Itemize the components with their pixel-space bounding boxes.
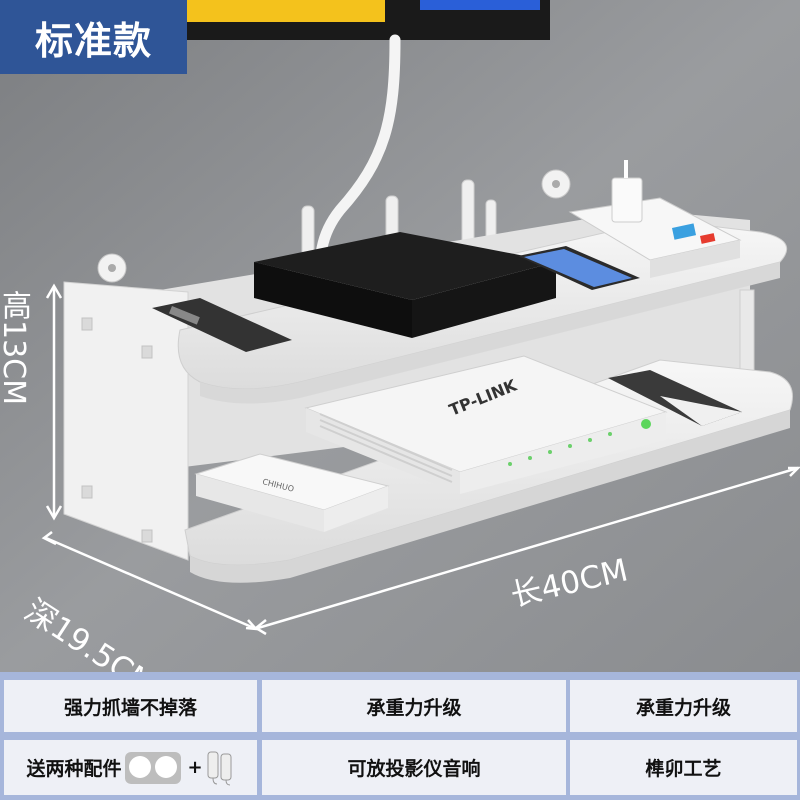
feature-table: 强力抓墙不掉落 承重力升级 承重力升级 送两种配件 + 可放投影仪音响 榫卯工艺 [0, 672, 800, 800]
wall-hook-right [541, 169, 571, 199]
adhesive-hook-icon [207, 751, 232, 785]
side-panel-slots [81, 317, 153, 543]
accessory-cell: 送两种配件 + [4, 740, 257, 795]
smartphone [518, 246, 640, 290]
wall-hook-left [97, 253, 127, 283]
lower-shelf-edge [190, 410, 790, 583]
height-dimension-label: 高13CM [0, 290, 31, 406]
upper-shelf-edge [200, 262, 780, 404]
feature-cell: 承重力升级 [570, 680, 797, 732]
feature-cell: 榫卯工艺 [570, 740, 797, 795]
wall-plug-icon [125, 751, 182, 784]
feature-text: 送两种配件 [26, 758, 122, 780]
shelf-side-panel [63, 281, 189, 561]
feature-cell: 承重力升级 [262, 680, 566, 732]
black-set-top-box [254, 232, 556, 338]
wifi-router: TP-LINK [304, 355, 668, 494]
dimension-lines [41, 283, 800, 636]
remote-control-top [152, 298, 292, 352]
tv-panel [150, 0, 550, 40]
product-photo: TP-LINK CHIHUO [0, 0, 800, 672]
phone-charger [611, 160, 643, 223]
feature-cell: 可放投影仪音响 [262, 740, 566, 795]
feature-cell: 强力抓墙不掉落 [4, 680, 257, 732]
plus-icon: + [187, 757, 203, 778]
white-tv-box: CHIHUO [194, 453, 390, 532]
standard-edition-badge: 标准款 [0, 0, 187, 74]
remote-control-bottom [608, 370, 742, 426]
